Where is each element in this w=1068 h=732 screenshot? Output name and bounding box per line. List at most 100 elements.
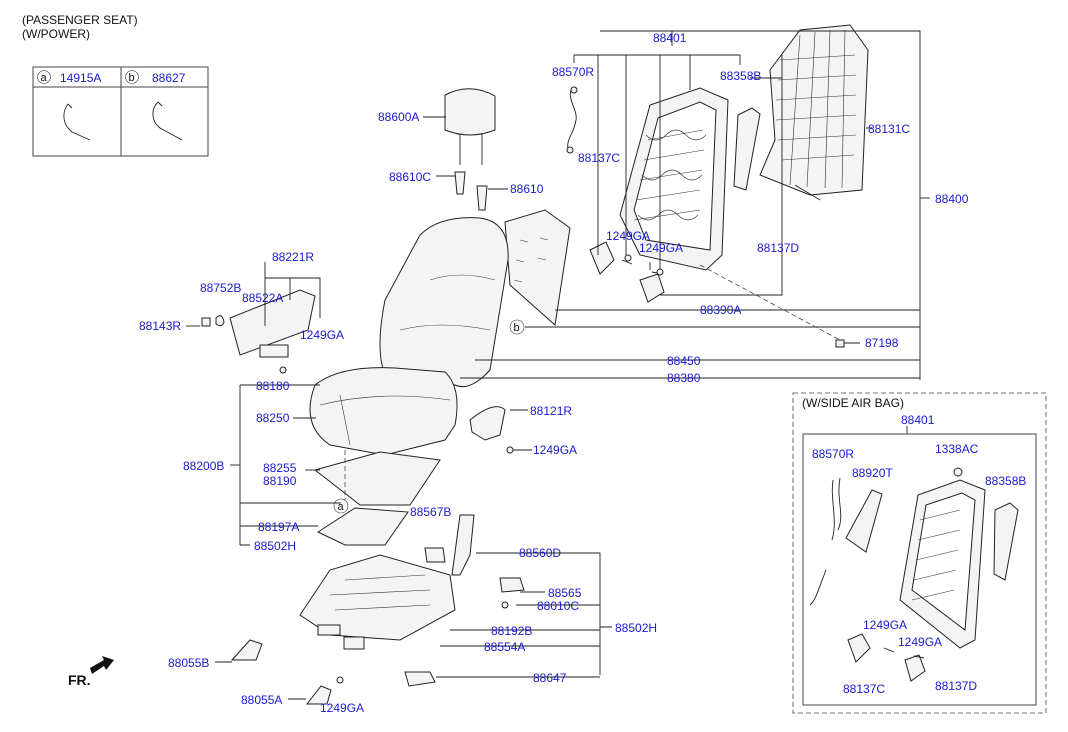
- side-shield-icon: [229, 289, 316, 356]
- lumbar-bracket-icon: [733, 107, 761, 191]
- seatback-mesh-icon: [759, 24, 869, 196]
- label-88522A[interactable]: 88522A: [242, 291, 283, 305]
- label-88502H-a[interactable]: 88502H: [254, 539, 296, 553]
- callout-a-letter: a: [338, 501, 345, 513]
- cover-88121R-icon: [469, 406, 506, 441]
- cover-88567B-icon: [451, 514, 475, 576]
- knob-small-icon: [201, 315, 225, 327]
- wire-clip-a-icon: [63, 103, 91, 141]
- sab-1249GA-2[interactable]: 1249GA: [898, 635, 942, 649]
- label-88610C[interactable]: 88610C: [389, 170, 431, 184]
- switch-knob-icon: [259, 344, 289, 358]
- label-88752B[interactable]: 88752B: [200, 281, 241, 295]
- legend-a-letter: a: [41, 72, 48, 84]
- wire-harness-icon: [567, 87, 577, 151]
- seatback-cover-icon: [379, 217, 509, 388]
- label-88647[interactable]: 88647: [533, 671, 567, 685]
- label-88197A[interactable]: 88197A: [258, 520, 299, 534]
- cushion-pad-icon: [313, 451, 441, 506]
- sab-1249GA-1[interactable]: 1249GA: [863, 618, 907, 632]
- sab-88358B[interactable]: 88358B: [985, 474, 1026, 488]
- back-board-icon: [504, 209, 571, 326]
- label-1249GA-e[interactable]: 1249GA: [320, 701, 364, 715]
- label-88250[interactable]: 88250: [256, 411, 290, 425]
- label-1249GA-b[interactable]: 1249GA: [639, 241, 683, 255]
- label-88010C[interactable]: 88010C: [537, 599, 579, 613]
- label-88137D[interactable]: 88137D: [757, 241, 799, 255]
- leader-lines: [186, 30, 930, 700]
- cover-88565-icon: [499, 577, 525, 593]
- side-airbag-box: (W/SIDE AIR BAG) 88401 88570R 1338AC 889…: [792, 392, 1047, 714]
- label-88055B[interactable]: 88055B: [168, 656, 209, 670]
- callout-b-circle: [509, 319, 525, 335]
- headrest-guide-icon: [476, 185, 488, 211]
- label-88137C[interactable]: 88137C: [578, 151, 620, 165]
- headrest-guide-c-icon: [454, 171, 466, 195]
- motor-icon: [317, 624, 341, 636]
- label-1249GA-c[interactable]: 1249GA: [300, 328, 344, 342]
- legend-table: a 14915A b 88627: [32, 66, 209, 157]
- sab-88401[interactable]: 88401: [901, 413, 935, 427]
- label-88055A[interactable]: 88055A: [241, 693, 282, 707]
- sab-88570R[interactable]: 88570R: [812, 447, 854, 461]
- label-88192B[interactable]: 88192B: [491, 624, 532, 638]
- legend-a-circle: [37, 70, 51, 84]
- label-88380[interactable]: 88380: [667, 371, 701, 385]
- seat-cushion-icon: [309, 367, 458, 456]
- cover-88647-icon: [404, 671, 436, 687]
- label-87198[interactable]: 87198: [865, 336, 899, 350]
- label-88121R[interactable]: 88121R: [530, 404, 572, 418]
- sab-1338AC[interactable]: 1338AC: [935, 442, 979, 456]
- label-88400[interactable]: 88400: [935, 192, 969, 206]
- label-88401[interactable]: 88401: [653, 31, 687, 45]
- seat-track-group: [230, 514, 525, 705]
- label-88180[interactable]: 88180: [256, 379, 290, 393]
- label-88450[interactable]: 88450: [667, 354, 701, 368]
- legend-b-circle: [125, 70, 139, 84]
- callout-a-circle: [333, 498, 349, 514]
- label-88255[interactable]: 88255: [263, 461, 297, 475]
- wire-clip-b-icon: [152, 101, 183, 141]
- label-88570R[interactable]: 88570R: [552, 65, 594, 79]
- bolts: [279, 254, 845, 454]
- label-88502H-b[interactable]: 88502H: [615, 621, 657, 635]
- header-line1: (PASSENGER SEAT): [22, 13, 138, 27]
- recliner-bracket-right-icon: [639, 273, 665, 303]
- sab-wire-harness-icon: [831, 477, 842, 541]
- label-1249GA-a[interactable]: 1249GA: [606, 229, 650, 243]
- label-88190[interactable]: 88190: [263, 474, 297, 488]
- legend-a-part[interactable]: 14915A: [60, 71, 101, 85]
- label-88610[interactable]: 88610: [510, 182, 544, 196]
- label-88221R[interactable]: 88221R: [272, 250, 314, 264]
- label-88600A[interactable]: 88600A: [378, 110, 419, 124]
- headrest-icon: [444, 88, 496, 136]
- recliner-bracket-left-icon: [589, 241, 615, 275]
- headrest-group: [444, 88, 496, 211]
- legend-b-part[interactable]: 88627: [152, 71, 186, 85]
- sab-88920T[interactable]: 88920T: [852, 466, 893, 480]
- fr-label: FR.: [68, 672, 91, 688]
- label-88567B[interactable]: 88567B: [410, 505, 451, 519]
- label-1249GA-d[interactable]: 1249GA: [533, 443, 577, 457]
- cushion-mat-icon: [316, 507, 409, 546]
- part-labels: 88401 88570R 88358B 88131C 88137C 88400 …: [139, 31, 969, 715]
- side-airbag-title: (W/SIDE AIR BAG): [802, 396, 904, 410]
- sab-airbag-module-icon: [845, 489, 883, 553]
- seat-track-icon: [299, 554, 456, 641]
- callout-b-letter: b: [514, 322, 520, 334]
- label-88560D[interactable]: 88560D: [519, 546, 561, 560]
- label-88143R[interactable]: 88143R: [139, 319, 181, 333]
- label-88565[interactable]: 88565: [548, 586, 582, 600]
- header-line2: (W/POWER): [22, 27, 90, 41]
- label-88131C[interactable]: 88131C: [868, 122, 910, 136]
- label-88554A[interactable]: 88554A: [484, 640, 525, 654]
- label-88390A[interactable]: 88390A: [700, 303, 741, 317]
- sab-88137C[interactable]: 88137C: [843, 682, 885, 696]
- front-arrow-icon: [90, 656, 114, 674]
- cover-88055A-icon: [305, 685, 332, 705]
- sab-88137D[interactable]: 88137D: [935, 679, 977, 693]
- label-88200B[interactable]: 88200B: [183, 459, 224, 473]
- label-88358B[interactable]: 88358B: [720, 69, 761, 83]
